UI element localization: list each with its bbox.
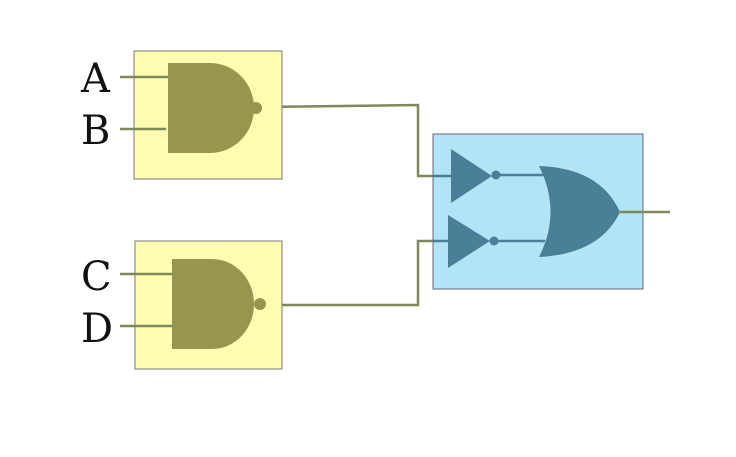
inverter-2 <box>448 215 490 268</box>
nand-bubble-2 <box>254 298 266 310</box>
or-gate <box>539 166 620 257</box>
inverter-1 <box>451 149 492 203</box>
wire-nand2-to-inverter2 <box>266 239 448 307</box>
input-label-a: A <box>80 56 111 102</box>
wire-nand1-to-inverter1 <box>261 103 452 178</box>
nand-gate-2 <box>172 259 254 349</box>
input-label-d: D <box>81 306 113 352</box>
or-gate-block <box>432 133 670 290</box>
nand-gate-1-block <box>120 50 283 180</box>
nand-gate-1 <box>168 63 254 153</box>
inverter-bubble-2 <box>489 236 499 246</box>
inverter-bubble-1 <box>491 170 501 180</box>
nand-gate-2-block <box>120 240 283 370</box>
input-label-c: C <box>81 254 112 300</box>
nand-bubble-1 <box>250 102 262 114</box>
input-label-b: B <box>81 108 110 154</box>
